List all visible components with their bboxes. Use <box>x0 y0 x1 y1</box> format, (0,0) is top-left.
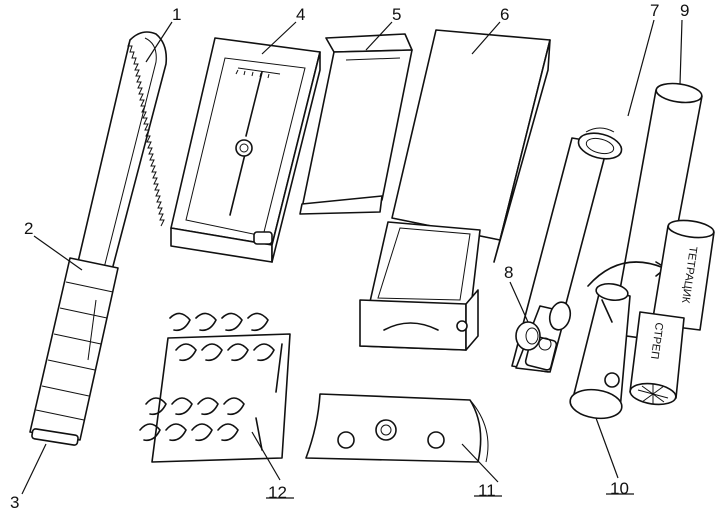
tube-part <box>511 127 623 373</box>
compass-box-part <box>170 37 321 263</box>
label-12: 12 <box>268 483 287 502</box>
plate-part <box>305 393 489 463</box>
saw-blade-part <box>77 31 168 271</box>
bottle-streptocid-part: СТРЕП <box>629 311 685 406</box>
label-1: 1 <box>172 5 181 24</box>
sleeve-part <box>299 33 413 215</box>
saw-handle-part <box>29 257 119 441</box>
label-4: 4 <box>296 5 305 24</box>
label-11: 11 <box>478 481 496 500</box>
callout-labels: 1 2 3 4 5 6 7 8 9 10 11 12 <box>10 1 689 512</box>
label-5: 5 <box>392 5 401 24</box>
label-9: 9 <box>680 1 689 20</box>
label-6: 6 <box>500 5 509 24</box>
label-2: 2 <box>24 219 33 238</box>
pill-tube-part <box>569 261 667 420</box>
label-10: 10 <box>610 479 629 498</box>
label-7: 7 <box>650 1 659 20</box>
bottle-tetracycline-part: ТЕТРАЦИК <box>651 219 715 331</box>
streptocid-label: СТРЕП <box>648 322 665 360</box>
handle-end-cap-part <box>31 428 79 446</box>
leader-lines <box>21 19 683 499</box>
label-3: 3 <box>10 493 19 512</box>
case-drawer-part <box>359 221 481 351</box>
hook-card-part <box>139 312 291 463</box>
small-cap-part <box>515 321 541 351</box>
label-8: 8 <box>504 263 513 282</box>
